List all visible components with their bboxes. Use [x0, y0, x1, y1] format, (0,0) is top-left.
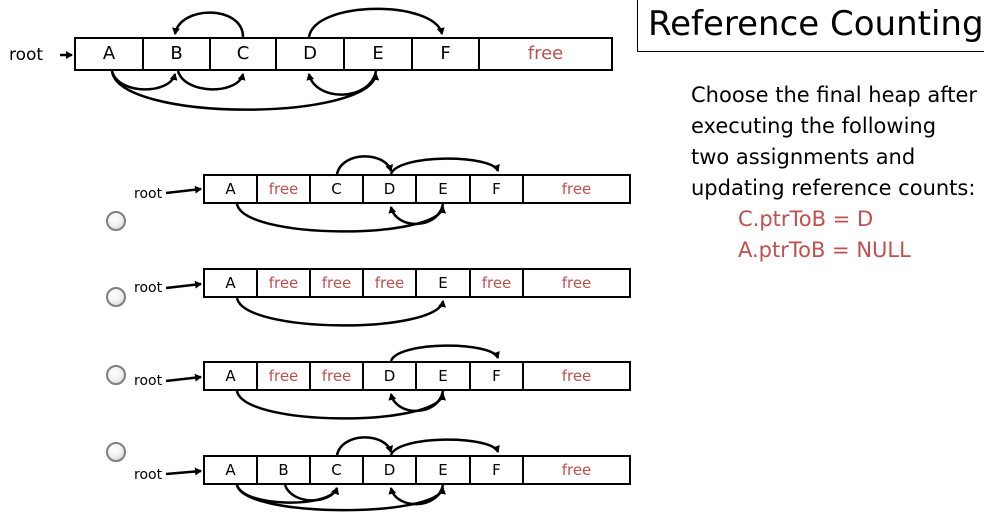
- page-title: Reference Counting: [648, 4, 984, 44]
- question-line: Choose the final heap after: [691, 83, 978, 107]
- pointer-d-to-f: [307, 7, 445, 38]
- option-1-cell: free: [561, 180, 592, 198]
- option-3-cell: F: [471, 363, 524, 389]
- option-2-root-arrow: [165, 280, 202, 290]
- option-2-strip: A free free free E free free: [203, 268, 631, 298]
- option-1-cell: C: [311, 176, 364, 202]
- option-1-pointer-a-to-e: [235, 203, 447, 233]
- option-2-cell: free: [311, 270, 364, 296]
- option-4-cell: free: [561, 461, 592, 479]
- option-3-root-label: root: [134, 373, 163, 389]
- heap-cell-d: D: [277, 39, 345, 69]
- option-1-pointer-e-to-d: [388, 203, 445, 226]
- heap-cell-b: B: [144, 39, 211, 69]
- option-1-radio[interactable]: [106, 211, 126, 231]
- question-text: Choose the final heap after executing th…: [691, 80, 977, 266]
- heap-cell-e: E: [345, 39, 413, 69]
- option-4-root-arrow: [165, 467, 202, 476]
- option-1-pointer-c-to-d: [335, 155, 394, 175]
- option-2-cell: free: [258, 270, 311, 296]
- heap-root-label: root: [9, 45, 44, 65]
- code-line: A.ptrToB = NULL: [738, 238, 911, 262]
- option-3-pointer-a-to-e: [235, 390, 447, 420]
- option-4-pointer-b-to-c: [283, 484, 339, 502]
- heap-cell-c: C: [211, 39, 277, 69]
- title-box: Reference Counting: [637, 0, 984, 52]
- option-4-pointer-a-to-e: [235, 484, 446, 512]
- option-2-radio[interactable]: [106, 287, 126, 307]
- option-2-cell: free: [471, 270, 524, 296]
- option-3-cell: E: [417, 363, 471, 389]
- option-3-pointer-d-to-f: [389, 344, 500, 362]
- option-1-root-label: root: [134, 186, 163, 202]
- question-line: two assignments and: [691, 145, 916, 169]
- option-3-cell: free: [561, 367, 592, 385]
- option-3-cell: free: [258, 363, 311, 389]
- option-3-strip: A free free D E F free: [203, 361, 631, 391]
- option-4-cell: E: [417, 457, 471, 483]
- option-1-strip: A free C D E F free: [203, 174, 631, 204]
- option-1-cell: D: [364, 176, 417, 202]
- code-line: C.ptrToB = D: [738, 207, 874, 231]
- option-3-radio[interactable]: [106, 365, 126, 385]
- pointer-e-to-d: [306, 70, 378, 96]
- option-2-cell: free: [561, 274, 592, 292]
- option-2-cell: E: [417, 270, 471, 296]
- option-4-strip: A B C D E F free: [203, 455, 631, 485]
- option-2-root-label: root: [134, 280, 163, 296]
- option-4-radio[interactable]: [106, 442, 126, 462]
- option-3-pointer-e-to-d: [388, 390, 445, 413]
- option-3-cell: D: [364, 363, 417, 389]
- option-3-root-arrow: [165, 373, 202, 383]
- heap-cell-f: F: [413, 39, 480, 69]
- option-1-cell: A: [205, 176, 258, 202]
- option-1-cell: free: [258, 176, 311, 202]
- option-2-cell: A: [205, 270, 258, 296]
- option-4-cell: A: [205, 457, 258, 483]
- question-line: executing the following: [691, 114, 937, 138]
- option-2-cell: free: [364, 270, 417, 296]
- option-4-pointer-e-to-d: [388, 484, 445, 506]
- option-1-pointer-d-to-f: [389, 157, 500, 175]
- option-1-root-arrow: [165, 185, 202, 195]
- pointer-b-to-c: [176, 70, 246, 91]
- option-4-cell: F: [471, 457, 524, 483]
- option-4-pointer-c-to-d: [335, 436, 394, 456]
- option-4-cell: C: [311, 457, 364, 483]
- question-line: updating reference counts:: [691, 176, 976, 200]
- heap-cell-a: A: [76, 39, 144, 69]
- option-4-pointer-d-to-f: [389, 438, 500, 456]
- option-4-cell: D: [364, 457, 417, 483]
- option-3-cell: free: [311, 363, 364, 389]
- option-1-cell: E: [417, 176, 471, 202]
- option-1-cell: F: [471, 176, 524, 202]
- option-2-pointer-a-to-e: [235, 297, 447, 327]
- option-3-cell: A: [205, 363, 258, 389]
- option-4-cell: B: [258, 457, 311, 483]
- heap-cell-free: free: [527, 43, 564, 64]
- option-4-root-label: root: [134, 467, 163, 483]
- heap-strip: A B C D E F free: [74, 37, 613, 71]
- pointer-c-to-b: [172, 11, 245, 38]
